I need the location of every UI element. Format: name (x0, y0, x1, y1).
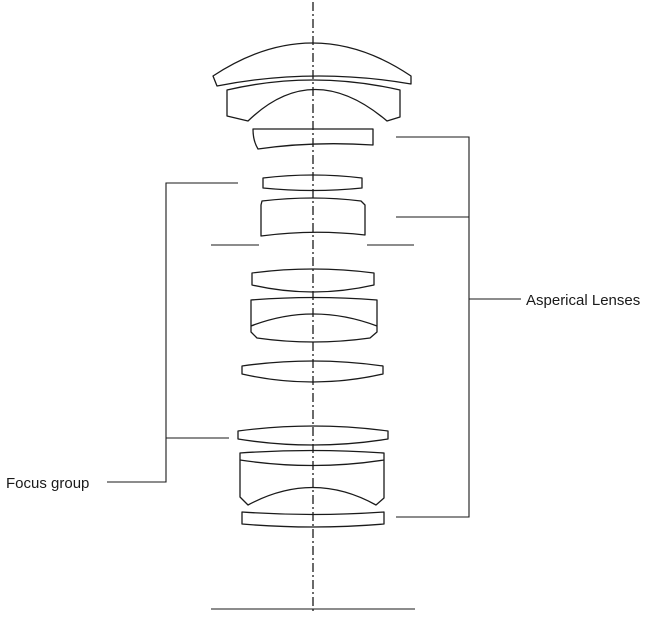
lens-element-4 (262, 174, 363, 192)
lens-element-2 (226, 79, 401, 122)
aspherical-bracket (396, 136, 521, 518)
lens-element-11-aspherical (241, 511, 385, 528)
focus-group-label: Focus group (6, 475, 89, 492)
lens-element-3-aspherical (252, 128, 374, 150)
lens-element-9 (237, 425, 389, 446)
focus-group-bracket (107, 182, 238, 483)
lens-element-6 (251, 268, 375, 293)
lens-element-8 (241, 360, 384, 383)
lens-element-7-doublet (250, 296, 378, 343)
lens-element-10-cement-line (239, 459, 385, 467)
aspherical-lenses-label: Asperical Lenses (526, 292, 640, 309)
lens-element-1 (212, 42, 412, 87)
lens-element-7-cement-line (250, 313, 378, 327)
lens-element-5-aspherical (260, 197, 366, 237)
lens-element-10-doublet (239, 449, 385, 506)
